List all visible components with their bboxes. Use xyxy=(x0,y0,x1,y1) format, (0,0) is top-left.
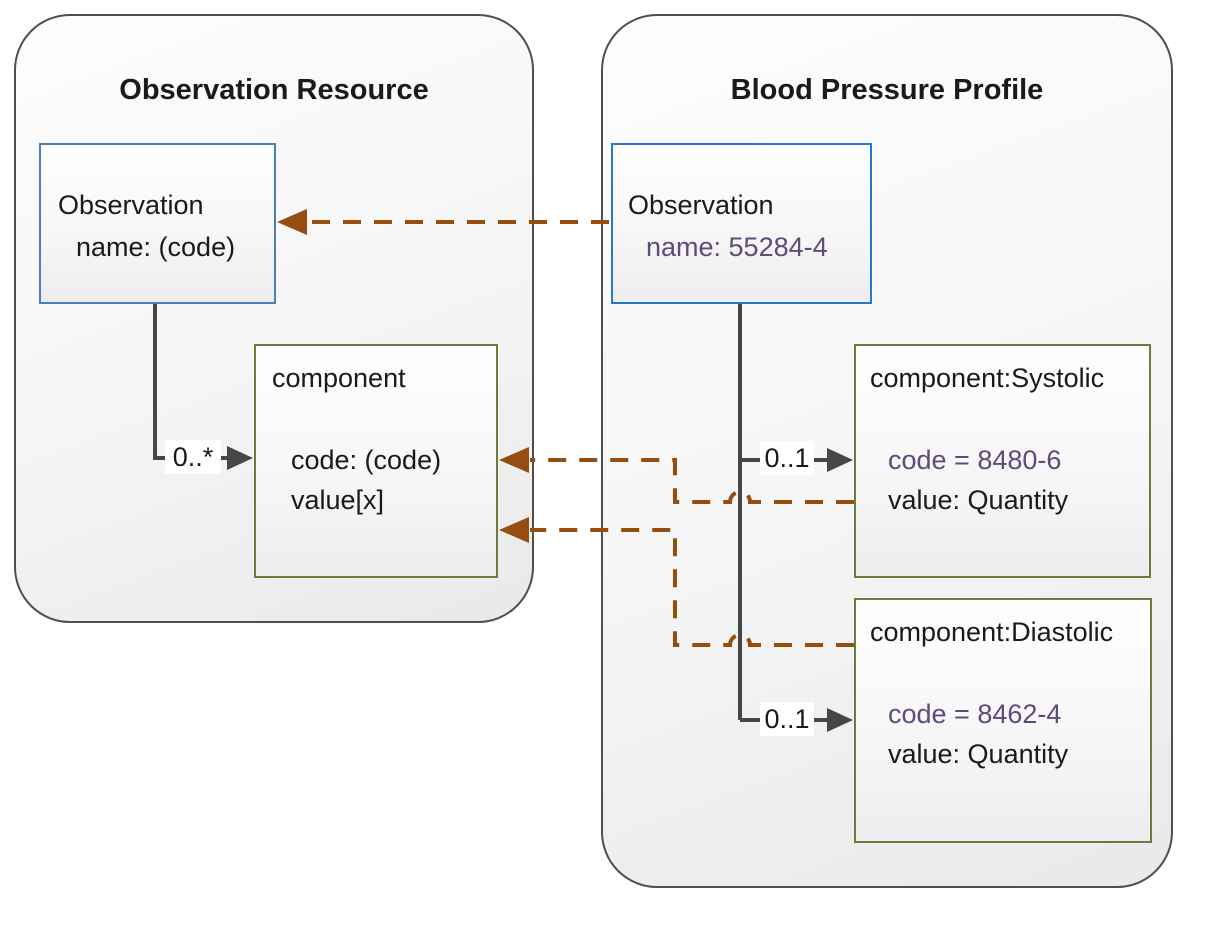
resource-observation-name: Observation xyxy=(58,190,204,220)
resource-component-value: value[x] xyxy=(291,485,385,515)
profile-systolic-box: component:Systolic code = 8480-6 value: … xyxy=(854,344,1151,578)
resource-component-box: component code: (code) value[x] xyxy=(254,344,498,578)
profile-diastolic-box: component:Diastolic code = 8462-4 value:… xyxy=(854,598,1152,843)
profile-systolic-value: value: Quantity xyxy=(888,485,1069,515)
profile-observation-name: Observation xyxy=(628,190,774,220)
multiplicity-label-systolic: 0..1 xyxy=(760,441,814,475)
resource-component-code: code: (code) xyxy=(291,445,442,475)
profile-observation-attr: name: 55284-4 xyxy=(646,232,828,262)
profile-systolic-code: code = 8480-6 xyxy=(888,445,1062,475)
resource-component-attrs: code: (code) value[x] xyxy=(272,440,496,520)
multiplicity-label-component: 0..* xyxy=(165,440,221,474)
observation-resource-title: Observation Resource xyxy=(119,74,429,106)
profile-diastolic-name: component:Diastolic xyxy=(870,617,1114,647)
multiplicity-label-diastolic: 0..1 xyxy=(760,702,814,736)
resource-observation-attr: name: (code) xyxy=(76,232,236,262)
profile-systolic-attrs: code = 8480-6 value: Quantity xyxy=(870,440,1149,520)
resource-observation-box: Observation name: (code) xyxy=(39,143,276,304)
blood-pressure-profile-title: Blood Pressure Profile xyxy=(730,74,1044,106)
profile-systolic-name: component:Systolic xyxy=(870,363,1105,393)
profile-diastolic-attrs: code = 8462-4 value: Quantity xyxy=(870,694,1150,774)
profile-diastolic-value: value: Quantity xyxy=(888,739,1069,769)
profile-observation-box: Observation name: 55284-4 xyxy=(611,143,872,304)
profile-diastolic-code: code = 8462-4 xyxy=(888,699,1062,729)
resource-component-name: component xyxy=(272,363,406,393)
